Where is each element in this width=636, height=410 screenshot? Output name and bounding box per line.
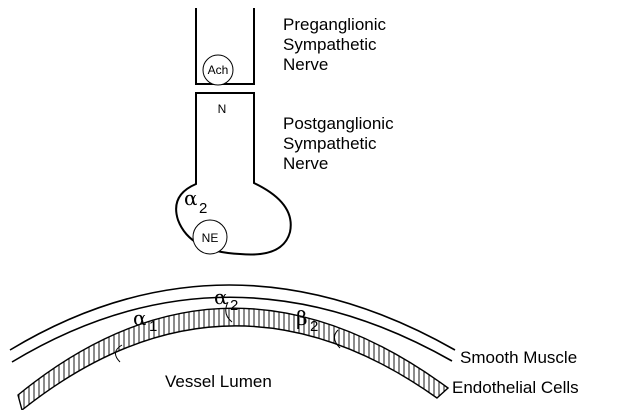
endothelial-cells-label: Endothelial Cells [452, 378, 579, 397]
ach-vesicle-label: Ach [208, 63, 229, 77]
vessel-alpha1-receptor: α [133, 306, 147, 330]
n-receptor-label: N [218, 102, 227, 116]
vessel-lumen-label: Vessel Lumen [165, 372, 272, 391]
vessel-alpha1-subscript: 1 [149, 318, 157, 335]
postganglionic-label-line2: Sympathetic [283, 134, 377, 153]
postganglionic-label-line1: Postganglionic [283, 114, 394, 133]
terminal-alpha2-subscript: 2 [199, 200, 207, 217]
vessel-alpha2-subscript: 2 [230, 297, 238, 314]
preganglionic-label-line3: Nerve [283, 55, 328, 74]
vessel-beta2-receptor: β [296, 306, 308, 330]
terminal-alpha2-receptor: α [184, 186, 198, 210]
vessel-alpha2-receptor: α [214, 285, 228, 309]
postganglionic-nerve-outline [176, 93, 291, 255]
preganglionic-label-line1: Preganglionic [283, 15, 387, 34]
vessel-beta2-subscript: 2 [310, 318, 318, 335]
postganglionic-label-line3: Nerve [283, 154, 328, 173]
smooth-muscle-label: Smooth Muscle [460, 348, 577, 367]
endothelial-layer [18, 308, 448, 410]
ne-vesicle-label: NE [202, 231, 219, 245]
preganglionic-label-line2: Sympathetic [283, 35, 377, 54]
